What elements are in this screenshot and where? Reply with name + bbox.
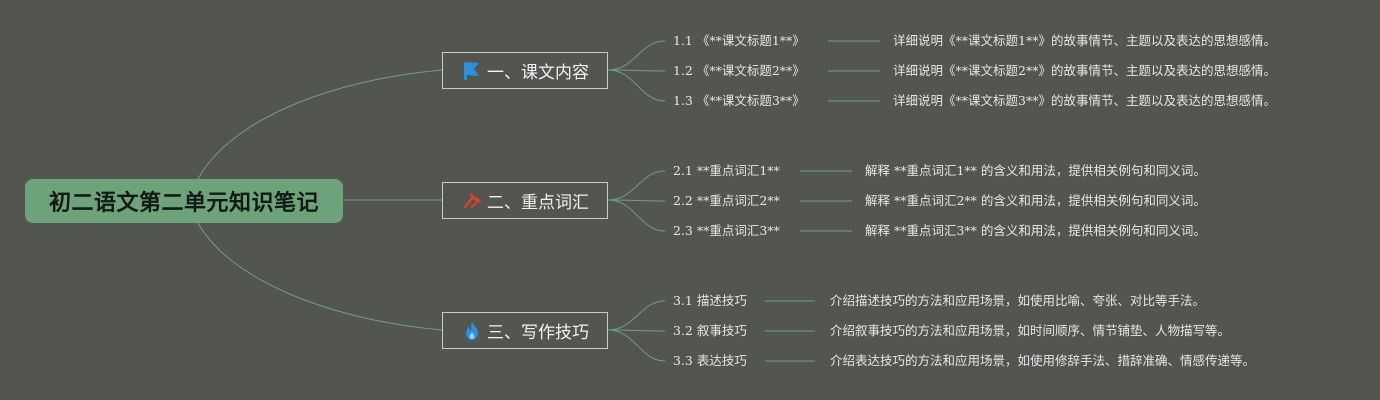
root-to-branch-connector: [197, 69, 443, 180]
leaf-description[interactable]: 介绍叙事技巧的方法和应用场景，如时间顺序、情节铺垫、人物描写等。: [830, 323, 1231, 338]
leaf-label[interactable]: 1.3 《**课文标题3**》: [673, 93, 805, 108]
branch-to-leaf-connector: [607, 199, 666, 202]
branch-topic-label: 二、重点词汇: [487, 193, 589, 213]
leaf-label[interactable]: 2.3 **重点词汇3**: [673, 223, 780, 238]
branch-to-leaf-connector: [607, 40, 666, 71]
leaf-description[interactable]: 介绍表达技巧的方法和应用场景，如使用修辞手法、措辞准确、情感传递等。: [830, 353, 1256, 368]
branch-to-leaf-connector: [607, 329, 666, 362]
branch-topic-label: 一、课文内容: [487, 63, 589, 83]
flag-icon: [461, 60, 483, 82]
leaf-description[interactable]: 详细说明《**课文标题3**》的故事情节、主题以及表达的思想感情。: [893, 93, 1276, 108]
branch-topic-writing[interactable]: 三、写作技巧: [442, 312, 608, 349]
leaf-description[interactable]: 详细说明《**课文标题2**》的故事情节、主题以及表达的思想感情。: [893, 63, 1276, 78]
leaf-description[interactable]: 解释 **重点词汇1** 的含义和用法，提供相关例句和同义词。: [865, 163, 1206, 178]
flame-icon: [461, 320, 483, 342]
leaf-label[interactable]: 1.1 《**课文标题1**》: [673, 33, 805, 48]
hammer-pick-icon: [461, 190, 483, 212]
leaf-label[interactable]: 1.2 《**课文标题2**》: [673, 63, 805, 78]
leaf-label[interactable]: 3.2 叙事技巧: [673, 323, 747, 338]
root-topic[interactable]: 初二语文第二单元知识笔记: [25, 179, 343, 223]
leaf-description[interactable]: 详细说明《**课文标题1**》的故事情节、主题以及表达的思想感情。: [893, 33, 1276, 48]
leaf-description[interactable]: 解释 **重点词汇3** 的含义和用法，提供相关例句和同义词。: [865, 223, 1206, 238]
leaf-description[interactable]: 介绍描述技巧的方法和应用场景，如使用比喻、夸张、对比等手法。: [830, 293, 1206, 308]
branch-to-leaf-connector: [607, 329, 666, 332]
root-to-branch-connector: [197, 222, 443, 331]
leaf-description[interactable]: 解释 **重点词汇2** 的含义和用法，提供相关例句和同义词。: [865, 193, 1206, 208]
branch-to-leaf-connector: [607, 199, 666, 232]
branch-topic-content[interactable]: 一、课文内容: [442, 52, 608, 89]
leaf-label[interactable]: 3.1 描述技巧: [673, 293, 747, 308]
branch-topic-vocabulary[interactable]: 二、重点词汇: [442, 182, 608, 219]
leaf-label[interactable]: 2.1 **重点词汇1**: [673, 163, 780, 178]
leaf-label[interactable]: 2.2 **重点词汇2**: [673, 193, 780, 208]
root-topic-label: 初二语文第二单元知识笔记: [48, 191, 319, 216]
branch-to-leaf-connector: [607, 300, 666, 331]
branch-to-leaf-connector: [607, 69, 666, 102]
branch-to-leaf-connector: [607, 69, 666, 72]
branch-topic-label: 三、写作技巧: [487, 323, 589, 343]
leaf-label[interactable]: 3.3 表达技巧: [673, 353, 747, 368]
branch-to-leaf-connector: [607, 170, 666, 201]
